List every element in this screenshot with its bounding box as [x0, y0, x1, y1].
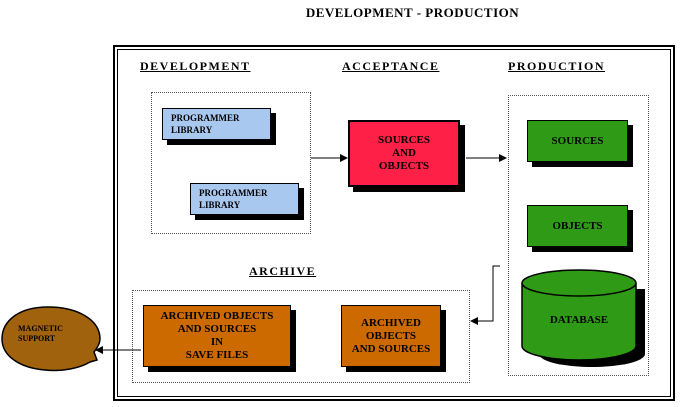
save-files-line2: AND SOURCES: [177, 323, 257, 335]
production-sources-label: SOURCES: [551, 134, 604, 147]
magnetic-line2: SUPPORT: [18, 334, 56, 343]
programmer-library-2: PROGRAMMER LIBRARY: [190, 183, 299, 215]
programmer-library-2-line2: LIBRARY: [199, 200, 241, 210]
archive-container: [132, 290, 470, 383]
save-files-line1: ARCHIVED OBJECTS: [160, 310, 274, 322]
production-objects-label: OBJECTS: [552, 219, 603, 232]
outer-frame: [113, 45, 675, 401]
production-objects: OBJECTS: [527, 205, 628, 247]
magnetic-line1: MAGNETIC: [18, 324, 63, 333]
production-sources: SOURCES: [527, 120, 628, 162]
programmer-library-1-line1: PROGRAMMER: [171, 113, 240, 123]
arrow-production-to-archive: [470, 265, 500, 325]
database-cylinder: [521, 269, 645, 367]
development-label: DEVELOPMENT: [140, 59, 251, 73]
development-container: [151, 92, 311, 234]
save-files-line4: SAVE FILES: [185, 349, 249, 361]
acceptance-line1: SOURCES: [378, 134, 430, 146]
archived-line3: AND SOURCES: [351, 342, 431, 355]
production-container: [508, 95, 649, 376]
acceptance-line2: AND: [392, 147, 416, 159]
programmer-library-2-line1: PROGRAMMER: [199, 188, 268, 198]
archived-line2: OBJECTS: [365, 329, 417, 342]
archive-label: ARCHIVE: [249, 264, 317, 278]
database-label: DATABASE: [549, 314, 609, 326]
inner-frame: [117, 49, 671, 397]
programmer-library-1: PROGRAMMER LIBRARY: [162, 108, 271, 140]
magnetic-support-shape: [1, 306, 101, 372]
archived-line1: ARCHIVED: [361, 316, 421, 329]
acceptance-label: ACCEPTANCE: [342, 59, 440, 73]
save-files-line3: IN: [210, 336, 224, 348]
diagram-title: DEVELOPMENT - PRODUCTION: [305, 5, 520, 20]
production-label: PRODUCTION: [508, 59, 606, 73]
acceptance-line3: OBJECTS: [378, 160, 430, 172]
programmer-library-1-line2: LIBRARY: [171, 125, 213, 135]
magnetic-support-label: MAGNETIC SUPPORT: [18, 324, 88, 344]
